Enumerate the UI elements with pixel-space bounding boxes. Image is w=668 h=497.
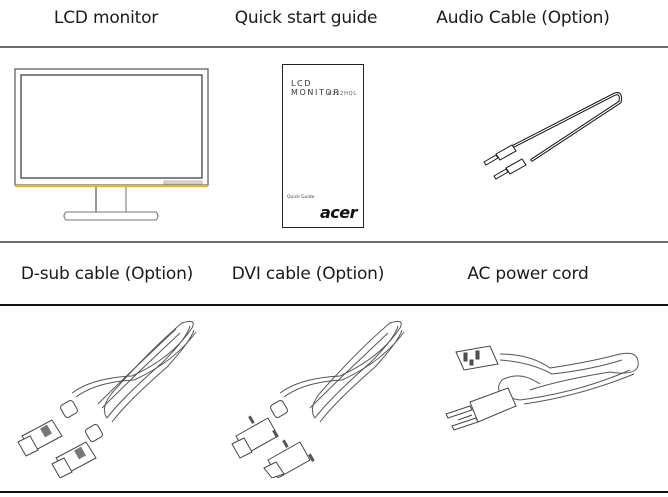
label-lcd-monitor: LCD monitor bbox=[53, 8, 159, 28]
audio-cable-illustration bbox=[470, 90, 630, 200]
d-sub-cable-illustration bbox=[12, 318, 202, 478]
acer-logo: acer bbox=[319, 203, 358, 222]
label-ac-power-cord: AC power cord bbox=[467, 264, 589, 284]
label-dvi-cable: DVI cable (Option) bbox=[231, 264, 385, 284]
ac-power-cord-illustration bbox=[440, 340, 650, 450]
guide-subtitle: Quick Guide bbox=[287, 195, 315, 200]
guide-model: K222HQL bbox=[328, 91, 357, 97]
label-audio-cable: Audio Cable (Option) bbox=[436, 8, 610, 28]
d-sub-cable-icon bbox=[17, 320, 197, 478]
divider-row1-top bbox=[0, 46, 668, 48]
lcd-monitor-icon bbox=[14, 68, 209, 221]
divider-row2-top bbox=[0, 304, 668, 306]
quick-start-guide-booklet: LCD MONITOR K222HQL Quick Guide acer bbox=[282, 64, 364, 228]
label-quick-start-guide: Quick start guide bbox=[234, 8, 378, 28]
label-d-sub-cable: D-sub cable (Option) bbox=[20, 264, 194, 284]
quick-start-guide-illustration: LCD MONITOR K222HQL Quick Guide acer bbox=[282, 64, 364, 228]
divider-row2-bottom bbox=[0, 491, 668, 493]
dvi-cable-icon bbox=[231, 320, 405, 478]
audio-cable-icon bbox=[483, 92, 623, 180]
lcd-monitor-illustration bbox=[10, 60, 220, 225]
guide-title: LCD MONITOR bbox=[291, 79, 341, 97]
dvi-cable-illustration bbox=[228, 318, 418, 478]
divider-row1-bottom bbox=[0, 241, 668, 243]
ac-power-cord-icon bbox=[445, 345, 639, 431]
